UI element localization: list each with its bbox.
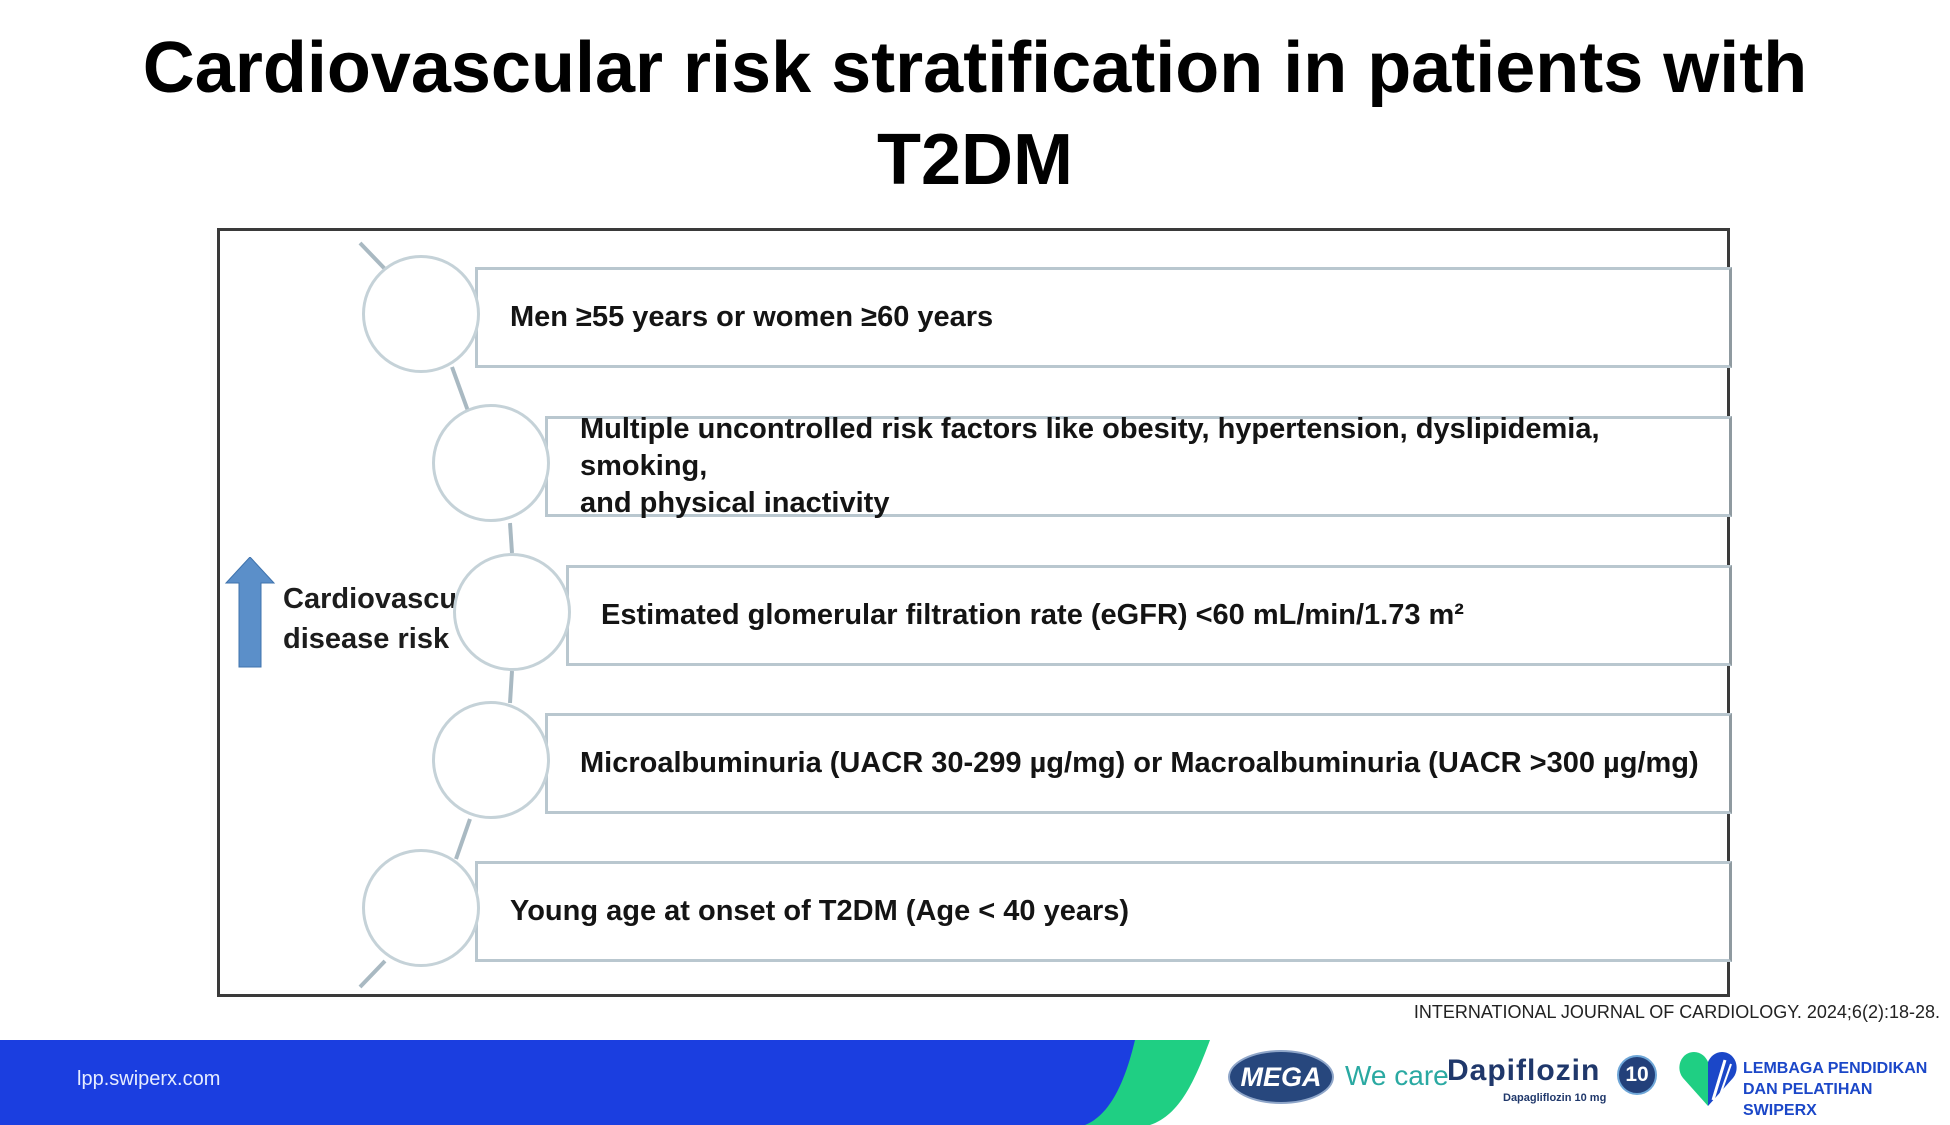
risk-label-line-2: disease risk — [283, 623, 450, 655]
website-link[interactable]: lpp.swiperx.com — [77, 1068, 221, 1090]
risk-item-text: Young age at onset of T2DM (Age < 40 yea… — [510, 895, 1130, 927]
we-care-tagline: We care — [1345, 1060, 1449, 1091]
risk-item-circle — [453, 553, 571, 671]
connector-line — [508, 522, 514, 554]
connector-line — [358, 959, 387, 989]
risk-item-text-line-1: Multiple uncontrolled risk factors like … — [580, 413, 1600, 482]
connector-line — [358, 241, 387, 271]
risk-item-circle — [362, 849, 480, 967]
connector-line — [454, 818, 472, 860]
risk-diagram: Cardiovascular disease risk Men ≥55 year… — [217, 228, 1732, 997]
footer-background — [0, 1040, 1210, 1125]
title-line-2: T2DM — [877, 120, 1073, 200]
footer-bar: lpp.swiperx.com MEGA We care Dapiflozin … — [0, 1040, 1950, 1125]
risk-item-text: Estimated glomerular filtration rate (eG… — [601, 599, 1464, 631]
brand-name: Dapiflozin — [1447, 1054, 1601, 1087]
risk-item-circle — [432, 701, 550, 819]
lpp-line-1: LEMBAGA PENDIDIKAN — [1743, 1060, 1928, 1077]
citation: INTERNATIONAL JOURNAL OF CARDIOLOGY. 202… — [1413, 1002, 1940, 1022]
risk-item-text: Microalbuminuria (UACR 30-299 µg/mg) or … — [580, 747, 1699, 779]
risk-item-5: Young age at onset of T2DM (Age < 40 yea… — [475, 861, 1732, 962]
connector-line — [508, 670, 514, 704]
risk-item-2: Multiple uncontrolled risk factors like … — [545, 413, 1732, 519]
lpp-wordmark: LEMBAGA PENDIDIKAN DAN PELATIHAN SWIPERX — [1743, 1058, 1950, 1121]
brand-subtitle: Dapagliflozin 10 mg — [1503, 1092, 1607, 1104]
dose-badge: 10 — [1617, 1055, 1657, 1095]
up-arrow-icon — [224, 556, 276, 674]
risk-item-text: Multiple uncontrolled risk factors like … — [580, 413, 1721, 519]
dose-badge-text: 10 — [1625, 1063, 1649, 1086]
risk-item-circle — [362, 255, 480, 373]
page-title: Cardiovascular risk stratification in pa… — [0, 22, 1950, 206]
risk-item-circle — [432, 404, 550, 522]
risk-item-text: Men ≥55 years or women ≥60 years — [510, 301, 994, 333]
risk-item-4: Microalbuminuria (UACR 30-299 µg/mg) or … — [545, 713, 1732, 814]
mega-logo: MEGA — [1228, 1050, 1334, 1104]
diagram-connectors — [358, 241, 514, 989]
risk-item-3: Estimated glomerular filtration rate (eG… — [566, 565, 1732, 666]
risk-item-text-line-2: and physical inactivity — [580, 487, 890, 519]
title-line-1: Cardiovascular risk stratification in pa… — [142, 28, 1808, 108]
mega-logo-text: MEGA — [1240, 1061, 1322, 1092]
connector-line — [450, 366, 470, 412]
lpp-line-2: DAN PELATIHAN SWIPERX — [1743, 1081, 1873, 1119]
risk-item-1: Men ≥55 years or women ≥60 years — [475, 267, 1732, 368]
